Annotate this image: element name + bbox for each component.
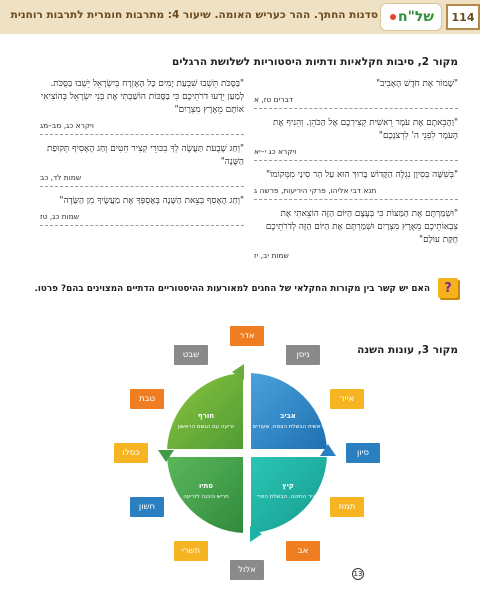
season-spring-desc: ראשית הבשלת הצמח, שעורים (253, 423, 324, 430)
month-av: אב (286, 541, 320, 561)
season-autumn-name: סתיו (199, 482, 213, 490)
month-tishrei: תשרי (174, 541, 208, 561)
season-summer-desc: קציר החיטה, הבשלת הפרי (257, 493, 320, 500)
quote-block: "וְחַג הָאָסִף בְּצֵאת הַשָּׁנָה בְּאָסְ… (40, 195, 244, 226)
quote-reference: ויקרא כג, מב–מג (40, 121, 94, 130)
month-nisan: ניסן (286, 345, 320, 365)
source2-left-column: "בַּסֻּכֹּת תֵּשְׁבוּ שִׁבְעַת יָמִים כָ… (40, 78, 244, 234)
quote-divider (254, 160, 458, 161)
quote-reference: שמות כג, טז (40, 212, 80, 221)
quote-reference: דברים טז, א (254, 95, 293, 104)
quote-reference: שמות יב, יז (254, 251, 289, 260)
season-summer-name: קיץ (282, 482, 294, 490)
month-kislev: כסלו (114, 443, 148, 463)
season-winter-name: חורף (198, 412, 214, 420)
page-header: 114 של"ח סדנות החתך. ההר כעריש האומה. שי… (0, 0, 480, 34)
month-tammuz: תמוז (330, 497, 364, 517)
month-adar: אדר (230, 326, 264, 346)
logo-dot-icon (390, 14, 396, 20)
quote-block: "בְּשִׁשָּׁה בְּסִיוָן נִגְלָה הַקָּדוֹש… (254, 169, 458, 200)
source2-right-column: "שָׁמוֹר אֶת חֹדֶשׁ הָאָבִיב" דברים טז, … (254, 78, 458, 260)
quote-divider (40, 134, 244, 135)
season-spring-wedge (249, 370, 330, 451)
quote-text: "וּשְׁמַרְתֶּם אֶת הַמַּצּוֹת כִּי בְּעֶ… (265, 209, 458, 245)
cycle-arrow-icon (320, 444, 336, 456)
season-autumn-desc: חריש והכנה לזריעה (183, 493, 229, 500)
quote-reference: שמות לד, כב (40, 173, 82, 182)
cycle-arrow-icon (158, 450, 174, 462)
quote-text: "שָׁמוֹר אֶת חֹדֶשׁ הָאָבִיב" (376, 79, 458, 89)
month-shevat: שבט (174, 345, 208, 365)
season-spring-name: אביב (280, 412, 296, 420)
logo-text: של"ח (398, 9, 434, 25)
quote-reference: תנא דבי אליהו, פרקי היריעות, פרשה ג (254, 186, 377, 195)
season-winter-wedge (164, 370, 245, 451)
page-header-title: סדנות החתך. ההר כעריש האומה. שיעור 4: מת… (10, 9, 378, 21)
quote-text: "בְּשִׁשָּׁה בְּסִיוָן נִגְלָה הַקָּדוֹש… (265, 170, 458, 180)
month-tevet: טבת (130, 389, 164, 409)
month-sivan: סיון (346, 443, 380, 463)
page-number: 114 (446, 4, 480, 30)
quote-divider (254, 199, 458, 200)
quote-block: "וּשְׁמַרְתֶּם אֶת הַמַּצּוֹת כִּי בְּעֶ… (254, 208, 458, 260)
discussion-question: האם יש קשר בין מקורות החקלאי של החגים למ… (34, 284, 430, 294)
source2-title: מקור 2, סיבות חקלאיות ודתיות היסטוריות ל… (172, 56, 458, 68)
quote-divider (254, 108, 458, 109)
quote-text: "וְחַג הָאָסִף בְּצֵאת הַשָּׁנָה בְּאָסְ… (59, 196, 244, 206)
quote-block: "שָׁמוֹר אֶת חֹדֶשׁ הָאָבִיב" דברים טז, … (254, 78, 458, 109)
quote-block: "בַּסֻּכֹּת תֵּשְׁבוּ שִׁבְעַת יָמִים כָ… (40, 78, 244, 135)
cycle-arrow-icon (250, 526, 262, 542)
cycle-arrow-icon (232, 364, 244, 380)
quote-divider (40, 186, 244, 187)
quote-divider (40, 225, 244, 226)
quote-text: "וַהֲבֵאתֶם אֶת עֹמֶר רֵאשִׁית קְצִירְכֶ… (272, 118, 458, 141)
source3-title: מקור 3, עונות השנה (357, 344, 458, 356)
month-iyar: אייר (330, 389, 364, 409)
quote-text: "בַּסֻּכֹּת תֵּשְׁבוּ שִׁבְעַת יָמִים כָ… (40, 79, 244, 115)
season-winter-desc: זריעה עם הגשם הראשון (178, 424, 234, 430)
page-marker: 13 (352, 568, 364, 580)
question-icon: ? (438, 278, 458, 298)
month-elul: אלול (230, 560, 264, 580)
quote-block: "וְחַג שָׁבֻעֹת תַּעֲשֶׂה לְךָ בִּכּוּרֵ… (40, 143, 244, 187)
quote-text: "וְחַג שָׁבֻעֹת תַּעֲשֶׂה לְךָ בִּכּוּרֵ… (47, 144, 244, 167)
brand-logo: של"ח (380, 3, 442, 31)
quote-reference: ויקרא כג י–יא (254, 147, 297, 156)
quote-block: "וַהֲבֵאתֶם אֶת עֹמֶר רֵאשִׁית קְצִירְכֶ… (254, 117, 458, 161)
month-cheshvan: חשון (130, 497, 164, 517)
